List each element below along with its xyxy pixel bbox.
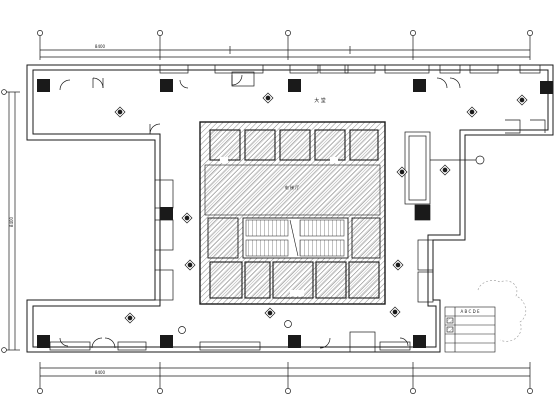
bottom-dimension-text: 8400 <box>95 370 106 375</box>
top-wall-fixtures <box>59 64 546 135</box>
right-side-rooms <box>404 131 478 303</box>
top-dimension-lines <box>39 36 531 60</box>
core-label: 电 梯 厅 <box>285 184 300 190</box>
left-courtyard <box>40 146 150 294</box>
left-dimension-text: 8400 <box>9 216 14 227</box>
decorative-outline <box>477 280 527 342</box>
top-dimension-text: 8400 <box>95 44 106 49</box>
central-core <box>199 121 386 305</box>
top-axis-markers <box>37 30 533 36</box>
left-axis-markers <box>1 89 7 353</box>
bottom-dimension-lines <box>39 362 531 388</box>
legend-table <box>444 306 496 353</box>
hall-label: 大 堂 <box>314 97 326 104</box>
bottom-wall-fixtures <box>49 179 411 353</box>
elevation-symbols <box>114 92 528 334</box>
bottom-axis-markers <box>37 388 533 394</box>
legend-header: A B C D E <box>461 309 480 314</box>
